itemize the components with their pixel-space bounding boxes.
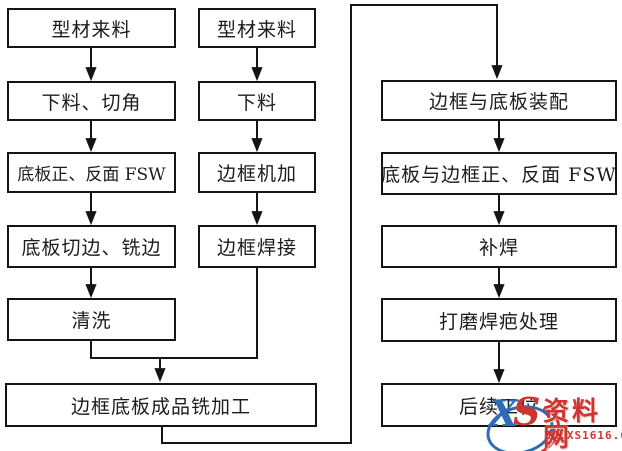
node-baseplate-trim-mill: 底板切边、铣边: [7, 225, 176, 268]
connector-merge-join: [90, 268, 258, 359]
node-frame-baseplate-finish-milling: 边框底板成品铣加工: [5, 383, 317, 427]
node-profile-incoming-mid: 型材来料: [198, 8, 316, 48]
node-repair-welding: 补焊: [381, 225, 617, 268]
node-frame-welding: 边框焊接: [198, 225, 316, 268]
node-baseplate-fsw: 底板正、反面 FSW: [7, 152, 176, 193]
connector-merge-to-r1: [161, 4, 503, 444]
node-baseplate-frame-fsw: 底板与边框正、反面 FSW: [381, 152, 617, 195]
node-frame-machining: 边框机加: [198, 152, 316, 193]
node-blanking: 下料: [198, 81, 316, 121]
node-profile-incoming-left: 型材来料: [7, 8, 176, 48]
node-grinding-weld-scar: 打磨焊疤处理: [381, 298, 617, 342]
node-cleaning: 清洗: [7, 298, 176, 341]
node-next-station: 后续工位: [381, 383, 617, 427]
node-frame-baseplate-assembly: 边框与底板装配: [381, 80, 617, 121]
node-cutting-corner: 下料、切角: [7, 81, 176, 121]
